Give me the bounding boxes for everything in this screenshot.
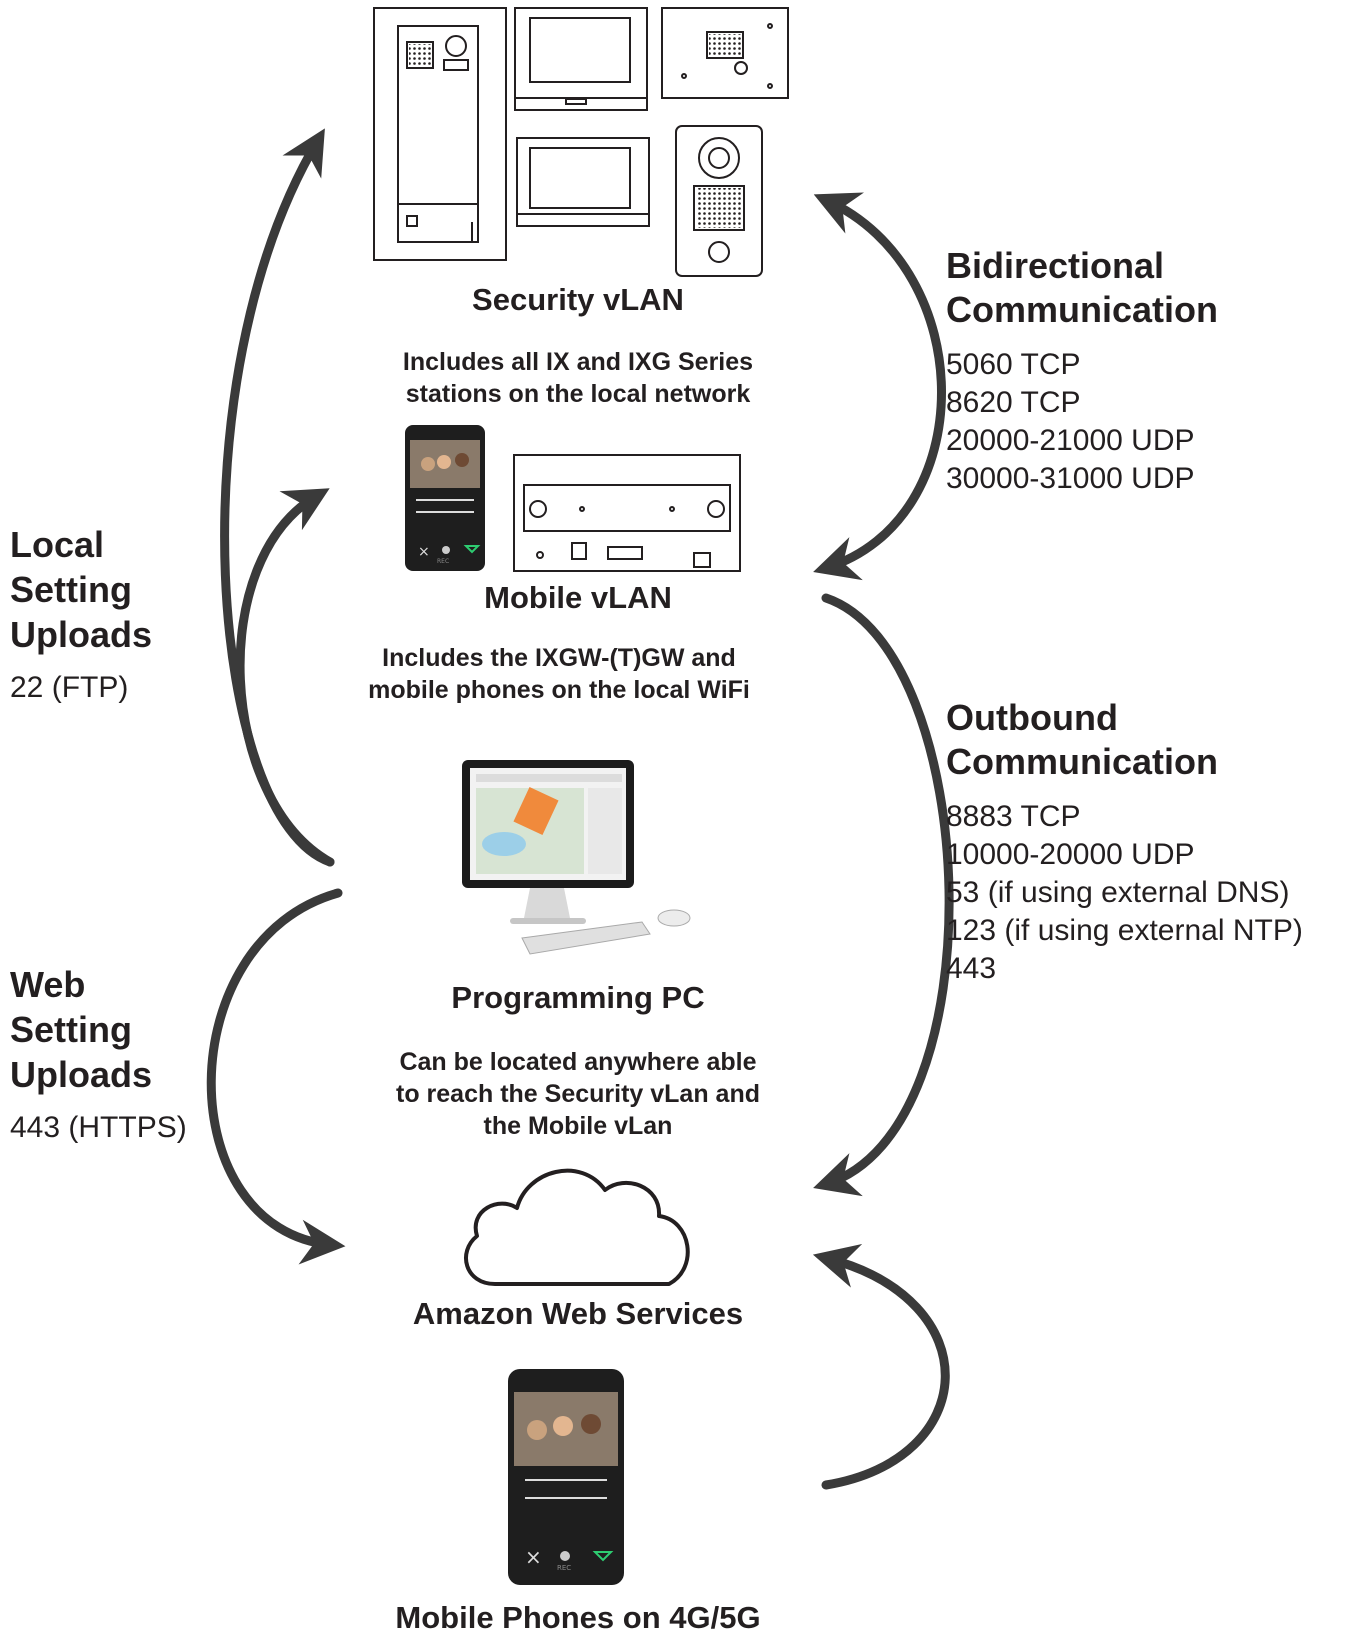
web-setting-title-line: Web [10, 964, 86, 1005]
local-setting-port: 22 (FTP) [10, 671, 129, 704]
aws-title: Amazon Web Services [412, 1296, 744, 1331]
local-setting-label: Local Setting Uploads 22 (FTP) [10, 522, 152, 705]
video-monitor-small-icon [516, 137, 650, 227]
outbound-title-line: Outbound [946, 697, 1118, 738]
port-entry: 443 [946, 952, 997, 985]
web-setting-arrow [206, 888, 346, 1265]
port-entry: 8883 TCP [946, 800, 1081, 833]
programming-pc-desc: Can be located anywhere able to reach th… [337, 1046, 819, 1142]
mobile-phone-4g-icon: × REC [508, 1369, 624, 1585]
security-devices-image [373, 7, 789, 277]
security-vlan-desc: Includes all IX and IXG Series stations … [337, 346, 819, 410]
mobile-vlan-desc-line: Includes the IXGW-(T)GW and [382, 644, 736, 672]
web-setting-label: Web Setting Uploads 443 (HTTPS) [10, 962, 187, 1145]
web-setting-title-line: Setting [10, 1009, 132, 1050]
bidirectional-ports: 5060 TCP 8620 TCP 20000-21000 UDP 30000-… [946, 346, 1218, 498]
outbound-label: Outbound Communication 8883 TCP 10000-20… [946, 696, 1303, 988]
mobile-phone-local-icon: × REC [405, 425, 485, 571]
port-entry: 5060 TCP [946, 348, 1081, 381]
bidirectional-title-line: Bidirectional [946, 245, 1165, 286]
bidirectional-arrow [813, 192, 946, 581]
outbound-title-line: Communication [946, 741, 1219, 782]
cloud-icon [464, 1168, 690, 1286]
rec-label: REC [557, 1564, 571, 1572]
programming-pc-icon [462, 760, 691, 955]
port-entry: 20000-21000 UDP [946, 424, 1195, 457]
port-entry: 30000-31000 UDP [946, 462, 1195, 495]
master-station-icon [661, 7, 789, 99]
programming-pc-desc-line: Can be located anywhere able [399, 1048, 757, 1076]
svg-text:×: × [525, 1545, 542, 1569]
svg-text:×: × [418, 544, 430, 560]
port-entry: 10000-20000 UDP [946, 838, 1195, 871]
security-vlan-title: Security vLAN [472, 282, 684, 317]
mobile-vlan-title: Mobile vLAN [484, 580, 672, 615]
mobile-4g-arrow [812, 1244, 950, 1490]
mobile-phones-title: Mobile Phones on 4G/5G [395, 1600, 761, 1635]
security-vlan-desc-line: stations on the local network [405, 380, 751, 408]
web-setting-port: 443 (HTTPS) [10, 1111, 187, 1144]
ixgw-gateway-icon [513, 454, 741, 572]
local-setting-title-line: Local [10, 524, 105, 565]
web-setting-title-line: Uploads [10, 1054, 153, 1095]
bidirectional-title-line: Communication [946, 289, 1219, 330]
local-setting-title-line: Setting [10, 569, 132, 610]
rec-label: REC [437, 558, 449, 565]
door-station-icon [373, 7, 507, 261]
outbound-ports: 8883 TCP 10000-20000 UDP 53 (if using ex… [946, 798, 1303, 988]
mobile-vlan-desc-line: mobile phones on the local WiFi [368, 676, 750, 704]
security-vlan-desc-line: Includes all IX and IXG Series [402, 348, 754, 376]
vandal-door-station-icon [675, 125, 763, 277]
video-monitor-large-icon [514, 7, 648, 111]
port-entry: 53 (if using external DNS) [946, 876, 1290, 909]
programming-pc-title: Programming PC [451, 980, 705, 1015]
port-entry: 123 (if using external NTP) [946, 914, 1303, 947]
mobile-vlan-desc: Includes the IXGW-(T)GW and mobile phone… [318, 642, 800, 706]
speaker-grilles [409, 44, 431, 66]
programming-pc-desc-line: to reach the Security vLan and [396, 1080, 760, 1108]
local-setting-arrow-inner [235, 488, 335, 867]
local-setting-title-line: Uploads [10, 614, 153, 655]
port-entry: 8620 TCP [946, 386, 1081, 419]
bidirectional-label: Bidirectional Communication 5060 TCP 862… [946, 244, 1218, 498]
programming-pc-desc-line: the Mobile vLan [483, 1112, 673, 1140]
outbound-arrow [813, 593, 954, 1197]
